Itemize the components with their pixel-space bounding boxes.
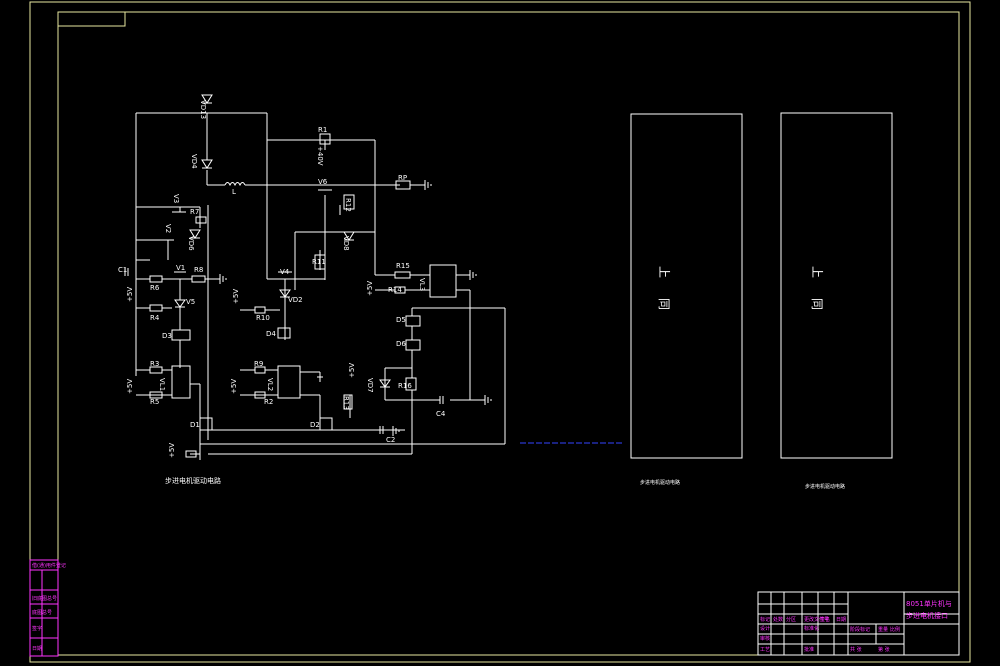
side-stamp-2: 旧底图总号 — [32, 595, 57, 602]
side-stamp: 借(通)用件登记 旧底图总号 底图总号 签字 日期 — [29, 559, 66, 657]
label-v2: V2 — [164, 224, 172, 233]
tb-cell-11: 批准 — [804, 646, 814, 653]
tb-cell-8: 标准化 — [804, 625, 819, 632]
circuit-components — [124, 94, 492, 458]
side-stamp-3: 底图总号 — [32, 609, 52, 616]
label-c4: C4 — [436, 410, 446, 418]
panel-1: 上 同 — [630, 113, 743, 459]
label-r9: R9 — [254, 360, 263, 368]
label-plus5v-2: +5V — [126, 379, 134, 394]
label-vl3: VL3 — [418, 278, 426, 291]
label-r14: R14 — [388, 286, 402, 294]
label-vd6: VD6 — [187, 236, 195, 251]
caption-right: 步进电机驱动电路 — [805, 483, 845, 490]
component-labels: VD13 VD4 V3 R7 VD6 V2 C1 R6 V1 R8 V5 +5V… — [118, 100, 446, 458]
tb-cell-9: 审核 — [760, 635, 770, 642]
panel-2: 上 同 — [780, 112, 893, 459]
label-v6: V6 — [318, 178, 328, 186]
side-stamp-5: 日期 — [32, 646, 42, 652]
label-vd7: VD7 — [366, 378, 374, 393]
label-r12: R12 — [344, 198, 352, 212]
tb-cell-7: 设计 — [760, 625, 770, 632]
tb-cell-3: 分区 — [786, 616, 796, 623]
tb-cell-12: 阶段标记 — [850, 626, 870, 633]
label-r7: R7 — [190, 208, 199, 216]
label-d2: D2 — [310, 421, 320, 429]
label-plus5v-6: +5V — [348, 363, 356, 378]
label-d4: D4 — [266, 330, 276, 338]
label-vd4: VD4 — [190, 154, 198, 169]
label-d5: D5 — [396, 316, 406, 324]
drawing-frame — [29, 1, 971, 663]
label-v1: V1 — [176, 264, 185, 272]
panel-1-label-top: 上 — [657, 266, 671, 278]
side-stamp-1: 借(通)用件登记 — [32, 562, 66, 569]
label-vl1: VL1 — [158, 378, 166, 391]
tb-cell-16: 第 张 — [878, 646, 890, 653]
tb-cell-2: 处数 — [773, 616, 783, 623]
label-c1: C1 — [118, 266, 127, 274]
label-v3: V3 — [172, 194, 180, 203]
tb-cell-10: 工艺 — [760, 647, 770, 653]
label-v5: V5 — [186, 298, 195, 306]
tb-cell-6: 日期 — [836, 617, 846, 623]
label-l: L — [232, 188, 236, 196]
label-r3: R3 — [150, 360, 159, 368]
panel-2-label-bottom: 同 — [810, 298, 824, 310]
tb-cell-13: 重量 — [878, 626, 888, 633]
label-v4: V4 — [280, 268, 290, 276]
tb-cell-1: 标记 — [760, 616, 770, 623]
panel-1-label-bottom: 同 — [657, 298, 671, 310]
circuit-wires — [135, 112, 506, 460]
label-r6: R6 — [150, 284, 160, 292]
label-r8: R8 — [194, 266, 203, 274]
label-r13: R13 — [342, 396, 350, 410]
label-r11: R11 — [312, 258, 326, 266]
label-vd8: VD8 — [342, 236, 350, 251]
label-plus5v-7: +5V — [366, 281, 374, 296]
label-d6: D6 — [396, 340, 406, 348]
label-r10: R10 — [256, 314, 270, 322]
label-plus5v-1: +5V — [126, 287, 134, 302]
label-plus5v-5: +5V — [230, 379, 238, 394]
label-r4: R4 — [150, 314, 160, 322]
label-d1: D1 — [190, 421, 200, 429]
title-line-2: 步进电机接口 — [906, 611, 948, 620]
label-plus5v-4: +5V — [232, 289, 240, 304]
label-r15: R15 — [396, 262, 410, 270]
tb-cell-15: 共 张 — [850, 646, 862, 653]
caption-left: 步进电机驱动电路 — [165, 476, 221, 485]
label-rp: RP — [398, 174, 407, 182]
tb-cell-5: 签名 — [820, 616, 830, 623]
side-stamp-4: 签字 — [32, 625, 42, 632]
title-line-1: 8051单片机与 — [906, 599, 952, 608]
label-vd2: VD2 — [288, 296, 303, 304]
panel-2-label-top: 上 — [810, 266, 824, 278]
label-plus5v-3: +5V — [168, 443, 176, 458]
label-r16: R16 — [398, 382, 412, 390]
tb-cell-14: 比例 — [890, 626, 900, 633]
label-vl2: VL2 — [266, 378, 274, 391]
label-r1: R1 — [318, 126, 327, 134]
label-c2: C2 — [386, 436, 395, 444]
label-r2: R2 — [264, 398, 273, 406]
title-block: 标记 处数 分区 更改文件号 签名 日期 设计 标准化 审核 工艺 批准 阶段标… — [757, 591, 960, 656]
label-plus40v: +40V — [316, 146, 324, 166]
caption-mid: 步进电机驱动电路 — [640, 479, 680, 486]
label-vd13: VD13 — [199, 100, 207, 119]
label-r5: R5 — [150, 398, 159, 406]
label-d3: D3 — [162, 332, 172, 340]
tb-cell-4: 更改文件号 — [804, 616, 829, 623]
